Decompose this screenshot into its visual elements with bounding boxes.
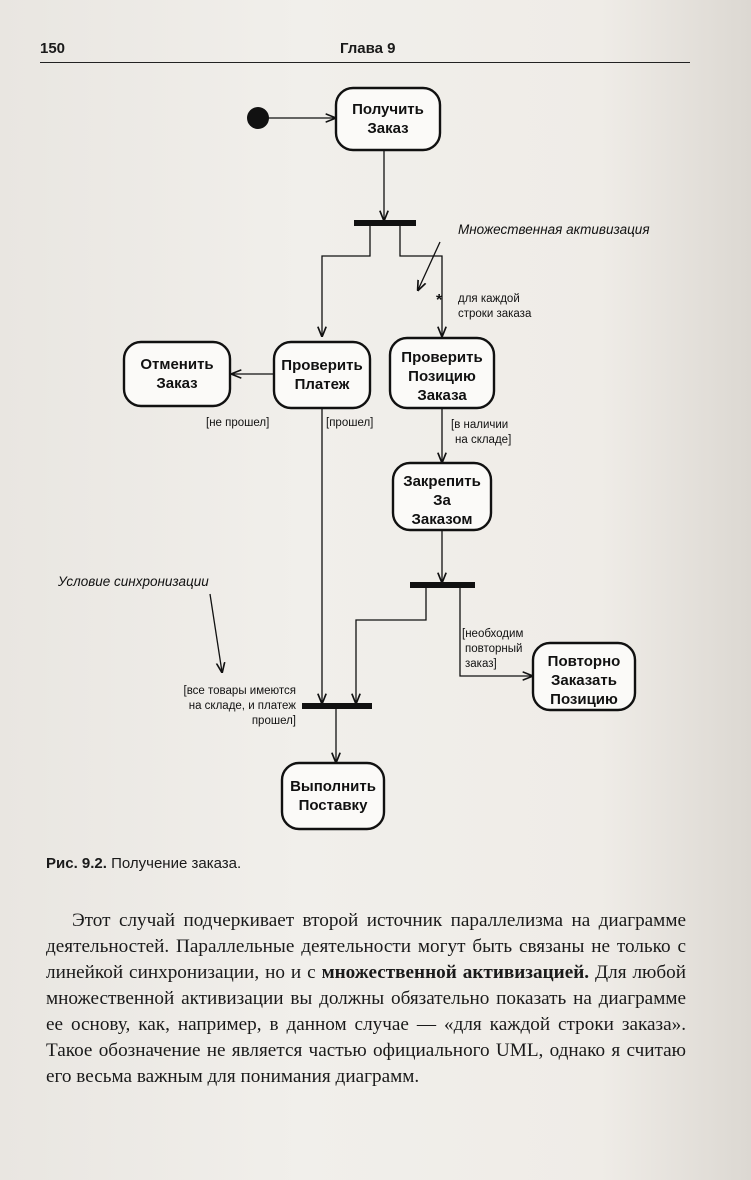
- node-reorder-line3: Позицию: [550, 691, 618, 708]
- edge-fork-item: [399, 226, 442, 336]
- multiplicity-star: *: [436, 292, 443, 309]
- guard-each-line-1: для каждой: [458, 293, 520, 305]
- node-assign-line1: Закрепить: [403, 473, 481, 490]
- node-check-payment: Проверить Платеж: [272, 340, 372, 410]
- page-number: 150: [40, 40, 66, 57]
- paragraph-part1: Этот случай подчеркивает второй источник…: [46, 910, 686, 983]
- node-deliver: Выполнить Поставку: [280, 761, 386, 831]
- paragraph-part2: Для любой множественной активизации вы д…: [46, 962, 686, 1087]
- edge-fork-payment: [322, 226, 371, 336]
- figure-caption: Рис. 9.2. Получение заказа.: [46, 855, 241, 872]
- body-paragraph: Этот случай подчеркивает второй источник…: [46, 908, 686, 1090]
- start-node: [247, 107, 269, 129]
- branch-bar: [410, 582, 475, 588]
- page-header: 150 Глава 9: [40, 38, 690, 63]
- guard-all-in-stock-1: [все товары имеются: [184, 685, 297, 697]
- guard-reorder-3: заказ]: [465, 658, 497, 670]
- guard-passed: [прошел]: [326, 417, 373, 429]
- note-pointer-multiple: [418, 241, 441, 290]
- node-payment-line2: Платеж: [295, 376, 350, 393]
- guard-reorder-2: повторный: [465, 643, 522, 655]
- node-assign-line2: За: [433, 492, 451, 509]
- guard-failed: [не прошел]: [206, 417, 269, 429]
- note-pointer-sync: [209, 593, 222, 672]
- node-reorder-item: Повторно Заказать Позицию: [531, 641, 637, 712]
- edge-branch-sync: [356, 588, 427, 703]
- node-item-line2: Позицию: [408, 368, 476, 385]
- guard-in-stock-2: на складе]: [455, 434, 511, 446]
- activity-diagram: Получить Заказ Отменить Заказ Проверить …: [57, 86, 650, 831]
- paragraph-bold: множественной активизацией.: [321, 962, 590, 983]
- node-receive-line2: Заказ: [367, 120, 408, 137]
- node-cancel-line1: Отменить: [140, 356, 213, 373]
- node-receive-line1: Получить: [352, 101, 424, 118]
- node-assign-order: Закрепить За Заказом: [391, 461, 493, 532]
- node-reorder-line1: Повторно: [548, 653, 621, 670]
- node-assign-line3: Заказом: [412, 511, 473, 528]
- guard-all-in-stock-3: прошел]: [252, 715, 296, 727]
- node-item-line3: Заказа: [417, 387, 467, 404]
- node-reorder-line2: Заказать: [551, 672, 617, 689]
- guard-reorder-1: [необходим: [462, 628, 523, 640]
- node-cancel-order: Отменить Заказ: [122, 340, 232, 408]
- node-payment-line1: Проверить: [281, 357, 362, 374]
- sync-bar: [302, 703, 372, 709]
- edges: [209, 118, 532, 762]
- edge-branch-reorder: [459, 588, 532, 676]
- caption-label: Рис. 9.2.: [46, 855, 107, 872]
- guard-in-stock-1: [в наличии: [451, 419, 508, 431]
- node-check-item: Проверить Позицию Заказа: [388, 336, 496, 410]
- guard-each-line-2: строки заказа: [458, 308, 532, 320]
- caption-text: Получение заказа.: [106, 855, 242, 872]
- node-deliver-line1: Выполнить: [290, 778, 376, 795]
- node-cancel-line2: Заказ: [156, 375, 197, 392]
- node-receive-order: Получить Заказ: [334, 86, 442, 152]
- note-sync-condition: Условие синхронизации: [57, 574, 209, 589]
- note-multiple-activation: Множественная активизация: [458, 222, 650, 237]
- fork-bar-multiple: [354, 220, 416, 226]
- guard-all-in-stock-2: на складе, и платеж: [189, 700, 297, 712]
- node-deliver-line2: Поставку: [299, 797, 369, 814]
- chapter-title: Глава 9: [340, 40, 396, 57]
- node-item-line1: Проверить: [401, 349, 482, 366]
